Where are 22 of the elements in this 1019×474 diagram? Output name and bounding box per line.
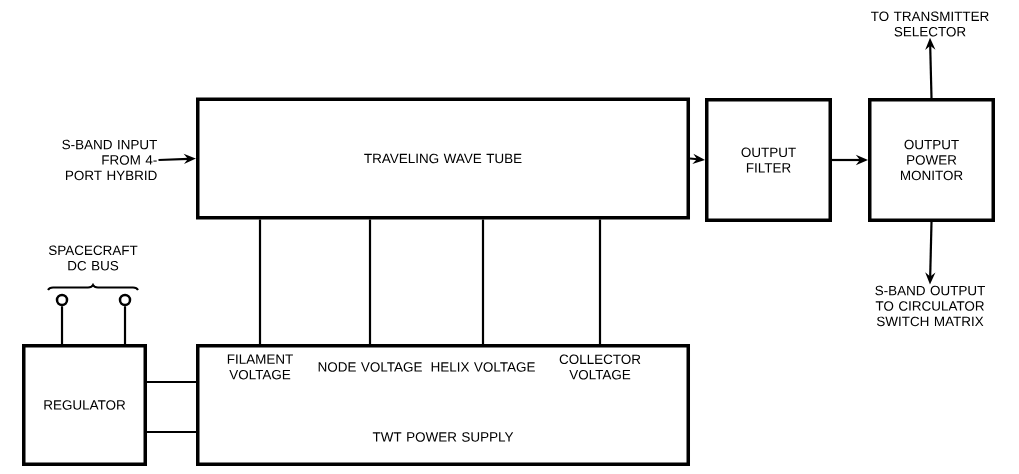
connector-line [147, 430, 196, 434]
connector-line [123, 306, 127, 344]
process-box: TRAVELING WAVE TUBE [196, 97, 690, 220]
label-text: TWT POWER SUPPLY [372, 432, 514, 442]
connector-line [258, 219, 262, 344]
label-text: HELIX VOLTAGE [431, 362, 535, 372]
label-text: TO TRANSMITTER SELECTOR [871, 11, 989, 37]
label-text: S-BAND OUTPUT TO CIRCULATOR SWITCH MATRIX [875, 285, 985, 327]
label-text: FILAMENT VOLTAGE [227, 354, 293, 380]
label-text: S-BAND INPUT FROM 4-PORT HYBRID [62, 139, 157, 181]
connector-line [598, 219, 602, 344]
label-text: SPACECRAFT DC BUS [48, 245, 138, 271]
connector-line [147, 380, 196, 384]
process-box: REGULATOR [22, 344, 147, 466]
process-box: OUTPUT POWER MONITOR [868, 98, 995, 222]
process-box: OUTPUT FILTER [705, 98, 832, 222]
label-text: COLLECTOR VOLTAGE [559, 354, 641, 380]
connector-line [481, 219, 485, 344]
connector-line [60, 306, 64, 344]
label-text: NODE VOLTAGE [318, 362, 422, 372]
connector-line [368, 219, 372, 344]
power-supply-box [196, 344, 690, 466]
